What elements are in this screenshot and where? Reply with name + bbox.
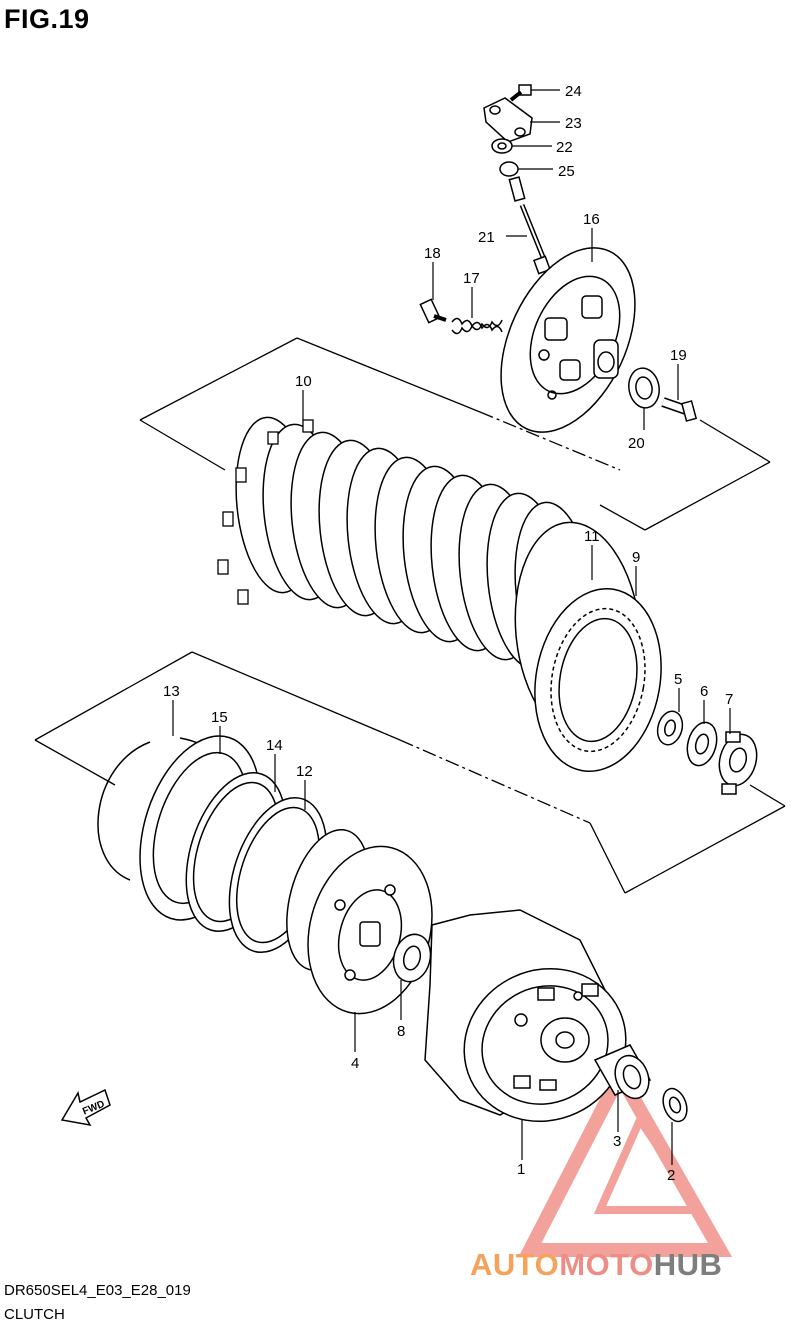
callout-23: 23: [565, 115, 582, 132]
nut-25: [499, 161, 519, 177]
fwd-arrow-icon: FWD: [60, 1088, 111, 1127]
section-name: CLUTCH: [4, 1306, 65, 1323]
figure-title: FIG.19: [4, 4, 90, 34]
assembly-outline-lower: [34, 651, 786, 894]
watermark-logo-triangle: [518, 1060, 733, 1257]
callout-13: 13: [163, 683, 180, 700]
callout-4: 4: [351, 1055, 359, 1072]
callout-5: 5: [674, 671, 682, 688]
bolt-24: [509, 84, 532, 102]
callout-20: 20: [628, 435, 645, 452]
watermark-hub: HUB: [653, 1247, 723, 1282]
watermark-auto: AUTO: [470, 1247, 560, 1282]
callout-16: 16: [583, 211, 600, 228]
callout-25: 25: [558, 163, 575, 180]
pushrod-21: [508, 176, 551, 275]
watermark-logo-text: AUTOMOTOHUB: [470, 1247, 722, 1283]
callout-3: 3: [613, 1133, 621, 1150]
washer-8: [392, 933, 432, 983]
assembly-outline-upper: [139, 337, 771, 531]
callout-19: 19: [670, 347, 687, 364]
nut-5: [656, 710, 684, 746]
callout-24: 24: [565, 83, 582, 100]
spacer-3: [593, 1044, 652, 1100]
callout-8: 8: [397, 1023, 405, 1040]
callout-11: 11: [584, 528, 600, 545]
release-arm-23: [483, 97, 533, 143]
clutch-plate-9: [534, 588, 662, 772]
watermark-moto: MOTO: [559, 1247, 654, 1282]
callout-15: 15: [211, 709, 228, 726]
collar-22: [491, 138, 513, 154]
callout-1: 1: [517, 1161, 525, 1178]
bolt-18: [419, 298, 447, 324]
callout-17: 17: [463, 270, 480, 287]
callout-18: 18: [424, 245, 441, 262]
callout-21: 21: [478, 229, 495, 246]
callout-numbers: 24 23 22 25 16 21 18 17 19 20 10 11 9 5 …: [163, 83, 733, 1184]
callout-6: 6: [700, 683, 708, 700]
callout-14: 14: [266, 737, 283, 754]
washer-2: [662, 1087, 688, 1123]
callout-12: 12: [296, 763, 313, 780]
diagram-code: DR650SEL4_E03_E28_019: [4, 1282, 191, 1299]
clutch-housing-1: [424, 909, 627, 1123]
callout-10: 10: [295, 373, 312, 390]
washer-6: [686, 721, 718, 767]
callout-22: 22: [556, 139, 573, 156]
pressure-plate-16: [500, 247, 636, 433]
leader-lines: [172, 89, 731, 1165]
spring-17: [451, 317, 503, 335]
plate-stack-tabs: [217, 419, 314, 605]
bolt-19: [661, 397, 698, 422]
lock-washer-7: [718, 731, 758, 795]
bearing-20: [628, 367, 660, 409]
callout-7: 7: [725, 691, 733, 708]
callout-9: 9: [632, 549, 640, 566]
callout-2: 2: [667, 1167, 675, 1184]
